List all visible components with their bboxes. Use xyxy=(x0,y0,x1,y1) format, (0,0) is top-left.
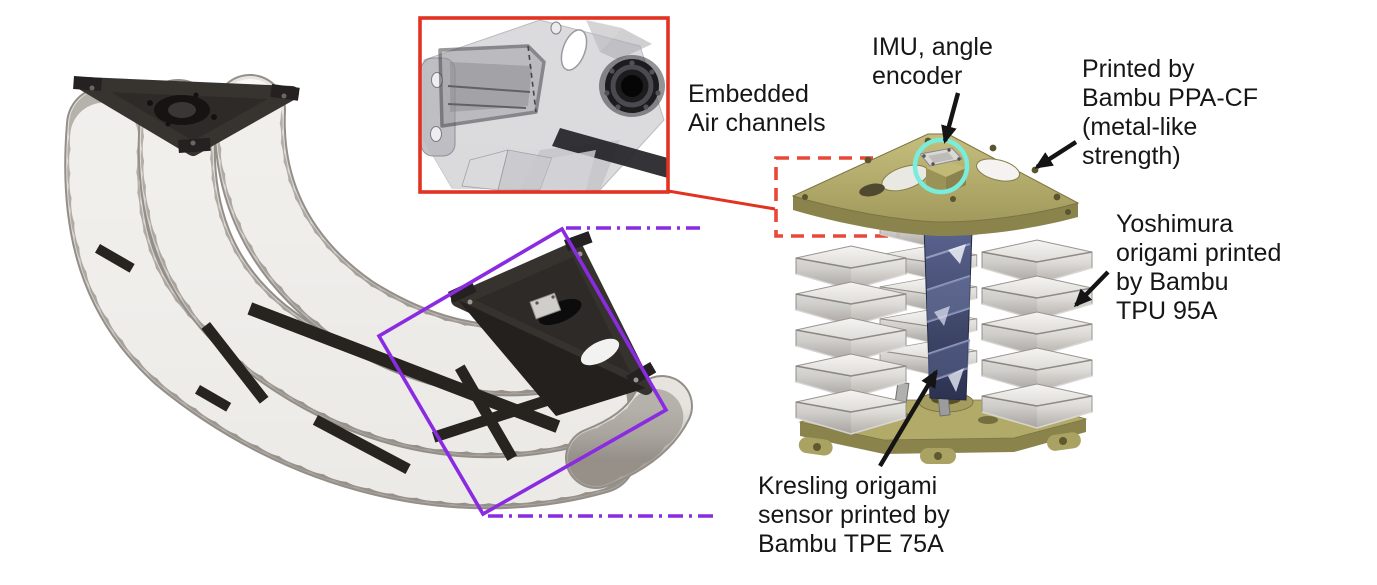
purple-module-highlight xyxy=(376,226,715,518)
red-connector-line xyxy=(667,189,776,211)
inset-red-border xyxy=(418,16,670,194)
arm-bellows-tube-end xyxy=(565,375,693,489)
ppa-label-line4: strength) xyxy=(1082,142,1181,170)
arm-end-plate xyxy=(447,231,657,416)
air-channels-label: Embedded Air channels xyxy=(688,80,826,138)
imu-label-line2: encoder xyxy=(872,62,963,90)
yoshimura-arrow xyxy=(1073,270,1110,308)
imu-label-line1: IMU, angle xyxy=(872,33,993,61)
ppa-label-line3: (metal-like xyxy=(1082,113,1198,141)
yoshimura-label-line3: by Bambu xyxy=(1116,268,1229,296)
yoshimura-bellows-right xyxy=(981,239,1093,429)
arm-base-plate xyxy=(73,76,300,156)
kresling-label-line1: Kresling origami xyxy=(758,472,938,500)
air-channels-label-line1: Embedded xyxy=(688,80,809,108)
red-dashed-region xyxy=(774,156,900,238)
pneumatic-port xyxy=(599,55,665,117)
arm-bellows-tube-outer xyxy=(64,86,637,510)
kresling-label-line3: Bambu TPE 75A xyxy=(758,530,944,558)
arm-imu-chip xyxy=(529,292,562,320)
module-render xyxy=(791,133,1093,464)
yoshimura-label-line4: TPU 95A xyxy=(1116,297,1218,325)
inset-cad-view xyxy=(418,16,670,194)
yoshimura-label-line1: Yoshimura xyxy=(1116,210,1234,238)
arm-struts xyxy=(94,244,561,475)
air-channels-label-line2: Air channels xyxy=(688,109,826,137)
ppa-label-line2: Bambu PPA-CF xyxy=(1082,84,1258,112)
robot-arm-render xyxy=(64,74,693,510)
air-channel-outline xyxy=(438,44,546,128)
yoshimura-bellows-left xyxy=(795,245,907,435)
kresling-label: Kresling origami sensor printed by Bambu… xyxy=(758,472,950,559)
kresling-column xyxy=(923,225,973,401)
imu-arrow xyxy=(941,92,961,144)
arm-bellows-tube-inner xyxy=(213,74,610,397)
yoshimura-label: Yoshimura origami printed by Bambu TPU 9… xyxy=(1116,210,1281,326)
ppa-arrow xyxy=(1034,140,1078,169)
kresling-label-line2: sensor printed by xyxy=(758,501,950,529)
imu-chip xyxy=(919,147,966,194)
ppa-label: Printed by Bambu PPA-CF (metal-like stre… xyxy=(1082,55,1258,171)
ppa-label-line1: Printed by xyxy=(1082,55,1195,83)
imu-label: IMU, angle encoder xyxy=(872,33,993,91)
cyan-imu-circle xyxy=(912,137,970,195)
yoshimura-label-line2: origami printed xyxy=(1116,239,1282,267)
kresling-arrow xyxy=(878,369,938,468)
